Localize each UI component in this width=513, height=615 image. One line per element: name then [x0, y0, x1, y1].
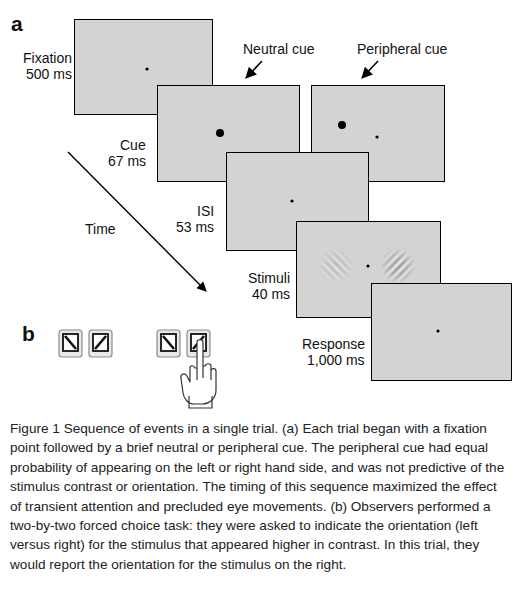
figure-caption: Figure 1 Sequence of events in a single …: [10, 419, 507, 574]
screen-label: 1,000 ms: [307, 352, 365, 368]
axis-label: Time: [85, 221, 116, 237]
screen-label: Fixation: [23, 50, 72, 66]
key-icon: [59, 330, 82, 357]
key-icon: [187, 330, 210, 357]
screen-label: 40 ms: [252, 286, 290, 302]
screen-label: Stimuli: [248, 270, 290, 286]
panel-letter: a: [11, 12, 23, 36]
screen-label: 53 ms: [176, 219, 214, 235]
leader-arrow: [362, 61, 378, 78]
pressing-hand: [181, 340, 216, 408]
key-icon: [157, 330, 180, 357]
display-screen: Response1,000 ms: [371, 283, 512, 381]
screen-label: 500 ms: [26, 66, 72, 82]
screen-label: ISI: [197, 203, 214, 219]
screen-label: Peripheral cue: [357, 41, 447, 57]
panel-letter: b: [22, 322, 35, 346]
key-icon: [89, 330, 112, 357]
screen-label: Cue: [120, 137, 146, 153]
screen-label: 67 ms: [108, 153, 146, 169]
screen-label: Neutral cue: [243, 41, 315, 57]
leader-arrow: [246, 61, 262, 78]
screen-label: Response: [302, 336, 365, 352]
